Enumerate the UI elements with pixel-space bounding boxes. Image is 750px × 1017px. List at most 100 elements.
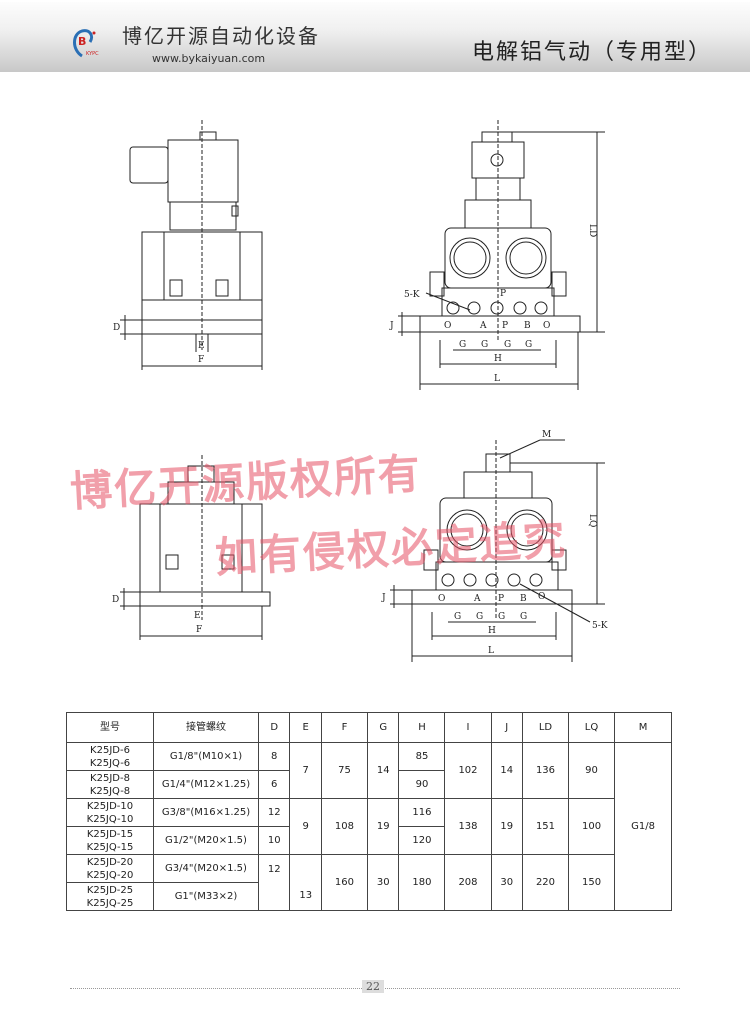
svg-text:H: H [488, 626, 496, 636]
col-header: LD [521, 712, 570, 743]
drawing-side-view-solenoid: 5-K P O A P B O J G G G G H L LD [389, 120, 605, 390]
svg-text:B: B [78, 35, 86, 48]
svg-text:B: B [524, 321, 531, 331]
h-cell: 90 [398, 770, 446, 799]
svg-text:G: G [504, 340, 511, 350]
svg-text:F: F [198, 355, 204, 365]
d-cell: 10 [257, 826, 291, 855]
i-cell: 138 [444, 798, 492, 855]
col-header: M [614, 712, 672, 743]
svg-text:H: H [494, 354, 502, 364]
svg-text:D: D [113, 323, 120, 333]
company-url: www.bykaiyuan.com [152, 52, 266, 65]
ld-cell: 220 [521, 854, 570, 911]
page-header: B KYPC 博亿开源自动化设备 www.bykaiyuan.com 电解铝气动… [0, 2, 750, 72]
technical-drawings: D E F [112, 120, 608, 662]
f-cell: 160 [320, 854, 368, 911]
e-cell: 13 [289, 854, 322, 911]
thread-cell: G3/8"(M16×1.25) [153, 798, 259, 827]
svg-text:B: B [520, 594, 527, 604]
f-cell: 108 [320, 798, 368, 855]
svg-text:G: G [481, 340, 488, 350]
company-logo: B KYPC [73, 29, 99, 58]
col-header: I [444, 712, 492, 743]
f-cell: 75 [320, 742, 368, 799]
svg-text:G: G [498, 612, 505, 622]
col-header: J [490, 712, 523, 743]
lq-cell: 100 [567, 798, 616, 855]
d-cell: 6 [257, 770, 291, 799]
lq-cell: 90 [567, 742, 616, 799]
d-cell: 8 [257, 742, 291, 771]
j-cell: 14 [490, 742, 523, 799]
svg-text:G: G [459, 340, 466, 350]
svg-text:F: F [196, 625, 202, 635]
company-name: 博亿开源自动化设备 [122, 24, 320, 48]
page-title: 电解铝气动（专用型） [471, 40, 712, 65]
svg-text:D: D [112, 595, 119, 605]
svg-text:M: M [542, 430, 551, 440]
lq-cell: 150 [567, 854, 616, 911]
svg-text:5-K: 5-K [404, 290, 420, 300]
m-cell: G1/8 [614, 742, 672, 911]
svg-text:E: E [198, 341, 205, 351]
j-cell: 30 [490, 854, 523, 911]
h-cell: 120 [398, 826, 446, 855]
h-cell: 116 [398, 798, 446, 827]
svg-text:5-K: 5-K [592, 621, 608, 631]
svg-text:A: A [479, 321, 487, 331]
col-header: H [398, 712, 446, 743]
svg-text:KYPC: KYPC [86, 51, 99, 57]
col-header: E [289, 712, 322, 743]
svg-text:LD: LD [587, 224, 597, 237]
svg-text:P: P [498, 594, 504, 604]
table-header-row: 型号 接管螺纹 D E F G H I J LD LQ M [66, 712, 672, 743]
svg-text:L: L [488, 646, 494, 656]
svg-text:J: J [389, 321, 394, 331]
svg-text:O: O [438, 594, 445, 604]
svg-text:G: G [454, 612, 461, 622]
g-cell: 14 [366, 742, 400, 799]
i-cell: 102 [444, 742, 492, 799]
col-header: F [320, 712, 368, 743]
h-cell: 180 [398, 854, 446, 911]
col-header: D [257, 712, 291, 743]
svg-text:L: L [494, 374, 500, 384]
ld-cell: 151 [521, 798, 570, 855]
j-cell: 19 [490, 798, 523, 855]
page-footer: 22 [0, 978, 750, 998]
thread-cell: G1"(M33×2) [153, 882, 259, 911]
col-header: G [366, 712, 400, 743]
svg-text:LQ: LQ [587, 514, 597, 527]
thread-cell: G1/8"(M10×1) [153, 742, 259, 771]
svg-text:P: P [500, 289, 506, 299]
col-header: LQ [567, 712, 616, 743]
e-cell: 9 [289, 798, 322, 855]
thread-cell: G1/2"(M20×1.5) [153, 826, 259, 855]
g-cell: 30 [366, 854, 400, 911]
g-cell: 19 [366, 798, 400, 855]
ld-cell: 136 [521, 742, 570, 799]
svg-text:O: O [444, 321, 451, 331]
svg-text:O: O [538, 592, 545, 602]
page-number: 22 [362, 980, 384, 993]
h-cell: 85 [398, 742, 446, 771]
svg-text:G: G [520, 612, 527, 622]
svg-text:A: A [473, 594, 481, 604]
svg-text:J: J [381, 593, 386, 603]
drawing-side-view-pneumatic: M LQ J O A P B O G G G G H L 5-K [381, 430, 608, 662]
drawing-front-view-solenoid: D E F [113, 120, 263, 370]
